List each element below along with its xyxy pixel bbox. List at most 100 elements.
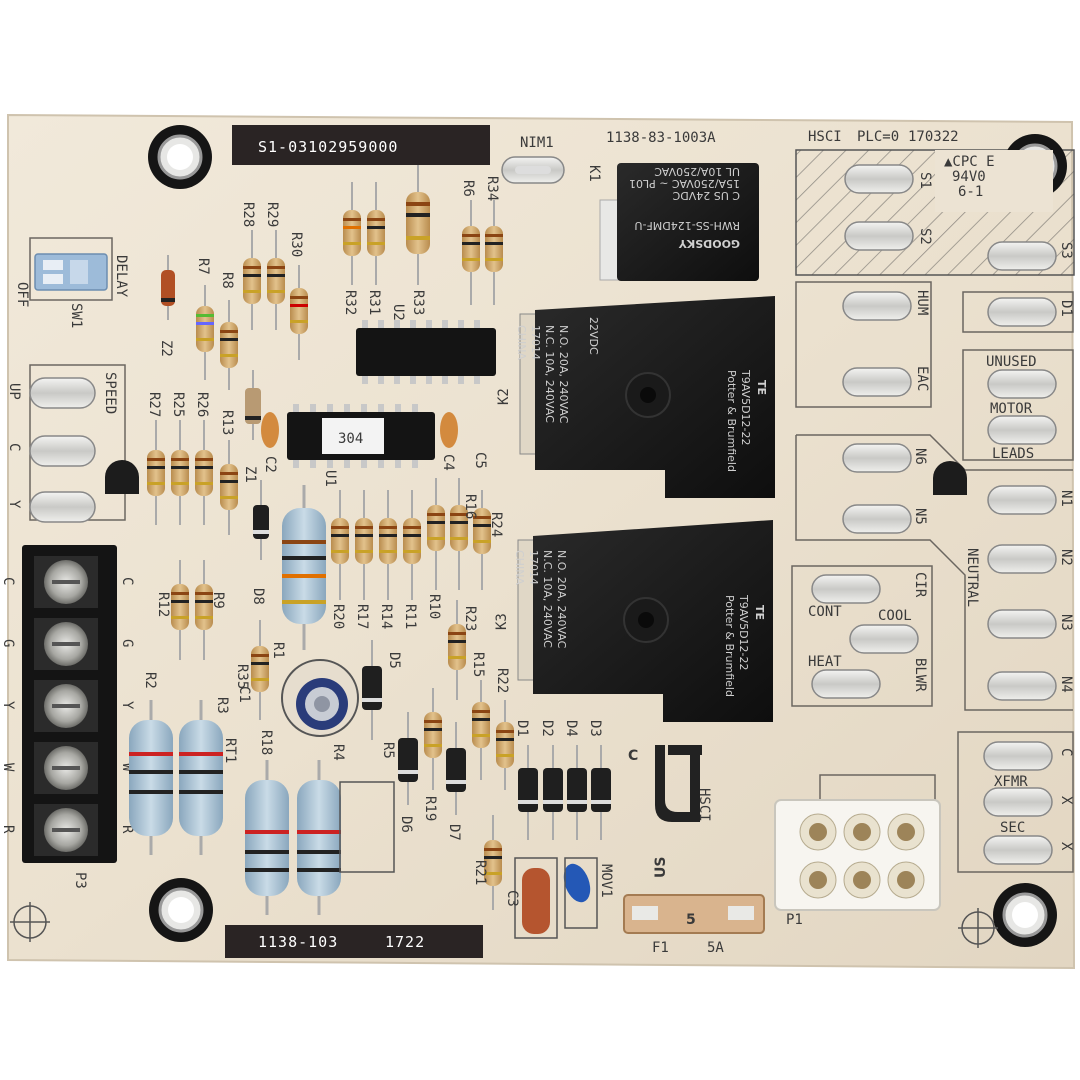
svg-text:S2: S2 [917, 228, 933, 245]
svg-text:R9: R9 [210, 592, 226, 609]
relay-k3: TE T9AV5D12-22 Potter & Brumfield N.O. 2… [513, 520, 773, 722]
power-resistor-r2 [129, 700, 173, 855]
resistor-r29 [267, 230, 285, 330]
terminal-block-labels-left: C G Y W R [0, 577, 16, 834]
svg-text:R10: R10 [426, 594, 442, 619]
svg-text:15A/250VAC ~ PL01: 15A/250VAC ~ PL01 [629, 177, 740, 190]
terminal-s3 [987, 241, 1057, 271]
svg-text:R15: R15 [470, 652, 486, 677]
ceramic-capacitor-c4 [440, 412, 458, 448]
component-ref-labels: R28 R29 R30 R7 R8 R32 R31 R33 R6 R34 R27… [142, 176, 614, 907]
svg-text:Z1: Z1 [242, 466, 258, 483]
svg-text:R13: R13 [219, 410, 235, 435]
terminal-n3 [987, 609, 1057, 639]
fiducial-left [10, 902, 50, 942]
resistor-r8 [220, 300, 238, 390]
svg-text:D8: D8 [250, 588, 266, 605]
svg-text:R3: R3 [214, 697, 230, 714]
svg-text:R33: R33 [410, 290, 426, 315]
svg-text:Z2: Z2 [158, 340, 174, 357]
svg-text:R18: R18 [258, 730, 274, 755]
svg-text:N2: N2 [1058, 549, 1074, 566]
svg-text:N.C. 10A, 240VAC: N.C. 10A, 240VAC [543, 325, 556, 423]
resistor-r31 [367, 182, 385, 285]
relay-k2-ref: K2 [496, 388, 512, 405]
svg-text:R6: R6 [460, 180, 476, 197]
svg-text:R: R [119, 825, 135, 834]
transistor-left [105, 460, 139, 494]
resistor-r13 [220, 440, 238, 535]
svg-text:G: G [119, 639, 135, 647]
svg-text:R2: R2 [142, 672, 158, 689]
resistor-r21 [484, 815, 502, 910]
svg-text:C4: C4 [440, 454, 456, 471]
svg-text:X: X [1058, 842, 1074, 851]
svg-text:D2: D2 [539, 720, 555, 737]
resistor-r16 [450, 478, 468, 590]
resistor-r28 [243, 230, 261, 330]
part-number-band-top [232, 125, 490, 165]
resistor-r35 [251, 620, 269, 720]
svg-text:BLWR: BLWR [912, 658, 928, 692]
resistor-r34 [485, 200, 503, 305]
svg-text:US: US [653, 857, 669, 878]
terminal-cont [811, 574, 881, 604]
svg-text:N1: N1 [1058, 490, 1074, 507]
dip-switch [34, 253, 108, 291]
svg-text:R12: R12 [155, 592, 171, 617]
svg-text:N.C. 10A, 240VAC: N.C. 10A, 240VAC [541, 550, 554, 648]
terminal-screw-c [34, 556, 98, 608]
svg-text:N6: N6 [912, 448, 928, 465]
board-id: 1138-83-1003A [606, 130, 716, 146]
svg-text:X: X [1058, 796, 1074, 805]
svg-text:R23: R23 [462, 606, 478, 631]
svg-text:D5: D5 [386, 652, 402, 669]
resistor-r22 [496, 700, 514, 790]
mounting-hole-bottom-right [993, 883, 1057, 947]
svg-text:UNUSED: UNUSED [986, 354, 1037, 370]
svg-text:Potter & Brumfield: Potter & Brumfield [725, 370, 738, 472]
svg-text:XFMR: XFMR [994, 774, 1028, 790]
svg-text:Y: Y [0, 701, 16, 710]
svg-text:R8: R8 [219, 272, 235, 289]
resistor-r7 [196, 285, 214, 380]
speed-terminal-c: C [6, 435, 96, 467]
bottom-center-outline [339, 781, 395, 873]
mounting-hole-top-left [148, 125, 212, 189]
svg-text:R20: R20 [330, 604, 346, 629]
terminal-n1 [987, 485, 1057, 515]
svg-text:CHINA: CHINA [515, 325, 528, 360]
resistor-r19 [424, 688, 442, 790]
svg-text:D4: D4 [563, 720, 579, 737]
speed-terminal-y: Y [6, 491, 96, 523]
terminal-screw-w [34, 742, 98, 794]
connector-ref: P1 [786, 912, 803, 928]
svg-text:C1: C1 [236, 686, 252, 703]
relay-k3-ref: K3 [494, 613, 510, 630]
terminal-screw-y [34, 680, 98, 732]
ul-cert: ▲CPC E [944, 154, 995, 170]
resistor-r12 [171, 560, 189, 660]
date-code: 1722 [385, 933, 425, 951]
svg-text:C5: C5 [472, 452, 488, 469]
resistor-r27 [147, 420, 165, 525]
svg-text:C: C [119, 577, 135, 585]
terminal-s2 [844, 221, 914, 251]
svg-text:EAC: EAC [914, 366, 930, 391]
resistor-r26 [195, 420, 213, 525]
terminal-eac [842, 367, 912, 397]
terminal-cool [849, 624, 919, 654]
svg-text:C US 24VDC: C US 24VDC [672, 189, 740, 202]
resistor-r6 [462, 200, 480, 305]
connector-p1 [774, 799, 941, 911]
resistor-r14 [379, 490, 397, 600]
svg-text:R26: R26 [194, 392, 210, 417]
svg-text:N4: N4 [1058, 676, 1074, 693]
terminal-screw-r [34, 804, 98, 856]
svg-text:Y: Y [119, 701, 135, 710]
svg-text:G: G [0, 639, 16, 647]
mounting-hole-bottom-left [149, 878, 213, 942]
part-number-top: S1-03102959000 [258, 138, 398, 156]
svg-text:N.O. 20A, 240VAC: N.O. 20A, 240VAC [555, 550, 568, 649]
